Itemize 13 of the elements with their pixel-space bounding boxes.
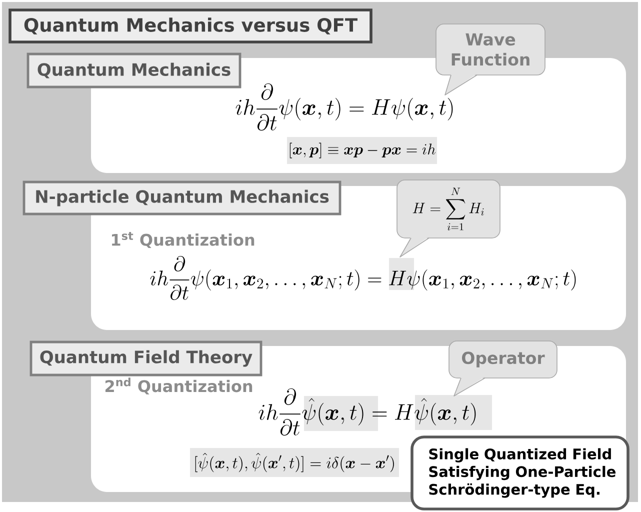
- speech-bubble: Wave Function: [436, 24, 546, 96]
- title-box: Quantum Mechanics versus QFT: [8, 8, 372, 44]
- subheading: 2$^{nd}$ Quantization: [105, 378, 252, 394]
- commutator-equation: $[\hat{\psi}(\boldsymbol{x},t),\hat{\psi}(\boldsymbol{x}',t)]=i\delta(\boldsymbol{x}-\boldsymbol{x}')$: [190, 448, 399, 477]
- subheading: 1$^{st}$ Quantization: [112, 232, 254, 248]
- equation: $ih\frac{\partial}{\partial t}\psi(\boldsymbol{x}_1,\boldsymbol{x}_2,\ldots,\boldsymbol{x}_N;t)=H\psi(\boldsymbol{x}_1,\boldsymbol{x}_2,\ldots,\boldsymbol{x}_N;t)$: [150, 256, 576, 300]
- commutator-equation: $[\boldsymbol{x},\boldsymbol{p}]\equiv\boldsymbol{x}\boldsymbol{p}-\boldsymbol{p}\boldsymbol{x}=ih$: [287, 137, 437, 164]
- speech-bubble: Operator: [448, 340, 558, 396]
- note-box: Single Quantized Field Satisfying One-Particle Schrödinger-type Eq.: [410, 436, 630, 510]
- heading-box: Quantum Field Theory: [30, 340, 262, 376]
- heading-box: Quantum Mechanics: [26, 52, 242, 88]
- speech-bubble: $H=\sum_{i=1}^{N}H_i$: [396, 180, 500, 258]
- heading-box: N-particle Quantum Mechanics: [22, 180, 342, 216]
